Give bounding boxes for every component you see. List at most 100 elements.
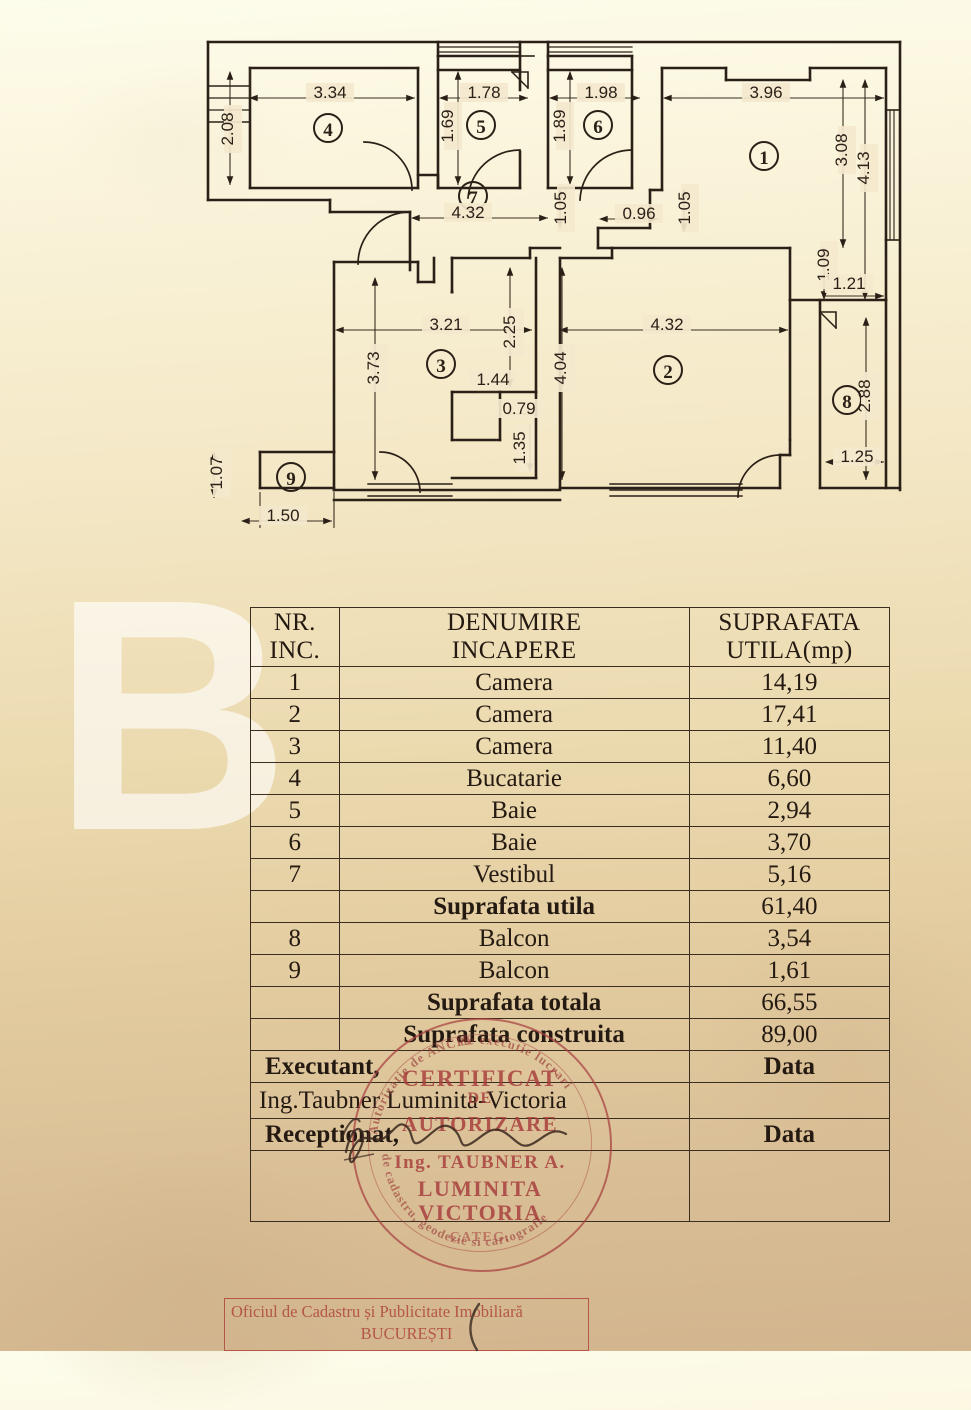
room-schedule-table: NR. INC. DENUMIRE INCAPERE SUPRAFATA UTI… xyxy=(250,607,891,1222)
svg-text:3: 3 xyxy=(436,356,446,377)
room-marker-6: 6 xyxy=(583,110,613,140)
dimension-label-backing xyxy=(833,447,881,466)
dimension-label: 3.73 xyxy=(364,351,383,384)
svg-text:1: 1 xyxy=(759,148,769,169)
dimension-label-backing xyxy=(557,344,575,392)
cell-room-name: Balcon xyxy=(338,954,690,987)
cell-room-name: Baie xyxy=(338,826,690,859)
ocpi-line2: BUCUREȘTI xyxy=(360,1324,453,1344)
cell-room-name: Suprafata totala xyxy=(338,986,690,1019)
header-denumire: DENUMIRE INCAPERE xyxy=(338,607,690,667)
room-marker-2: 2 xyxy=(653,355,683,385)
dimension-label: 1.07 xyxy=(207,456,226,489)
ocpi-stamp: Oficiul de Cadastru și Publicitate Imobi… xyxy=(224,1298,589,1351)
cell-nr: 6 xyxy=(250,826,340,859)
dimension-label: 1.78 xyxy=(467,83,500,102)
dimension-label-backing xyxy=(469,370,517,389)
dimension-label-backing xyxy=(370,344,388,392)
header-suprafata: SUPRAFATA UTILA(mp) xyxy=(688,607,891,667)
cell-nr: 4 xyxy=(250,762,340,795)
cell-room-name: Camera xyxy=(338,730,690,763)
cell-nr: 9 xyxy=(250,954,340,987)
header-nr-line2: INC. xyxy=(269,637,321,664)
cell-area: 6,60 xyxy=(688,762,891,795)
cell-room-name: Camera xyxy=(338,698,690,731)
svg-text:8: 8 xyxy=(842,392,852,413)
dimension-label: 1.05 xyxy=(551,191,570,224)
dimension-label-backing xyxy=(224,105,242,153)
svg-text:5: 5 xyxy=(476,117,486,138)
dimension-label-backing xyxy=(259,506,307,525)
dimension-label-backing xyxy=(516,424,534,472)
dimension-label: 1.98 xyxy=(584,83,617,102)
dimension-label: 1.21 xyxy=(832,274,865,293)
room-marker-4: 4 xyxy=(313,113,343,143)
floor-plan: 1 2 3 4 5 6 7 8 xyxy=(0,0,971,560)
cell-room-name: Camera xyxy=(338,666,690,699)
dimension-label-backing xyxy=(643,315,691,334)
cell-room-name: Bucatarie xyxy=(338,762,690,795)
receptionat-row: Receptionat, Data xyxy=(250,1118,891,1151)
svg-text:6: 6 xyxy=(593,117,603,138)
svg-text:9: 9 xyxy=(286,469,296,490)
dimension-label-backing xyxy=(577,83,625,102)
dimension-label: 3.96 xyxy=(749,83,782,102)
cell-nr xyxy=(250,986,340,1019)
dimension-label-backing xyxy=(861,372,879,420)
room-markers: 1 2 3 4 5 6 7 8 xyxy=(276,110,862,492)
svg-text:7: 7 xyxy=(468,188,478,209)
dimension-label: 2.25 xyxy=(500,315,519,348)
dimension-label: 1.44 xyxy=(476,370,509,389)
cell-area: 2,94 xyxy=(688,794,891,827)
receptionat-label: Receptionat, xyxy=(250,1118,690,1151)
dimension-label-backing xyxy=(213,449,231,497)
dimension-label-backing xyxy=(742,83,790,102)
dimension-label: 2.08 xyxy=(218,112,237,145)
dimension-label: 4.13 xyxy=(854,151,873,184)
header-den-line1: DENUMIRE xyxy=(446,609,582,636)
table-header-row: NR. INC. DENUMIRE INCAPERE SUPRAFATA UTI… xyxy=(250,607,891,667)
dimension-label: 1.35 xyxy=(510,431,529,464)
stamp-line-categ: CATEG. xyxy=(449,1230,511,1245)
svg-text:2: 2 xyxy=(663,362,673,383)
dimension-label: 4.32 xyxy=(451,203,484,222)
executant-row: Executant, Data xyxy=(250,1050,891,1083)
cell-nr: 2 xyxy=(250,698,340,731)
dimension-label-backing xyxy=(460,83,508,102)
cell-area: 3,70 xyxy=(688,826,891,859)
dimension-label: 1.89 xyxy=(550,109,569,142)
cell-room-name: Vestibul xyxy=(338,858,690,891)
dimension-label: 1.50 xyxy=(266,506,299,525)
dimension-label-backing xyxy=(444,203,492,222)
executant-date-value xyxy=(688,1082,891,1119)
room-marker-3: 3 xyxy=(426,349,456,379)
cell-area: 17,41 xyxy=(688,698,891,731)
cell-nr: 1 xyxy=(250,666,340,699)
svg-text:4: 4 xyxy=(323,120,333,141)
plan-walls xyxy=(206,40,902,502)
dimension-label-backing xyxy=(860,144,878,192)
dimension-label-backing xyxy=(825,274,873,293)
header-sup-line1: SUPRAFATA xyxy=(718,609,861,636)
dimension-label-backing xyxy=(681,184,699,232)
room-marker-5: 5 xyxy=(466,110,496,140)
cell-nr: 8 xyxy=(250,922,340,955)
room-marker-9: 9 xyxy=(276,462,306,492)
executant-date-label: Data xyxy=(688,1050,891,1083)
cell-area: 11,40 xyxy=(688,730,891,763)
floor-plan-svg: 1 2 3 4 5 6 7 8 xyxy=(206,40,902,528)
dimension-label-backing xyxy=(506,308,524,356)
dimension-label-backing xyxy=(422,315,470,334)
dimension-label-backing xyxy=(306,83,354,102)
cell-area: 1,61 xyxy=(688,954,891,987)
